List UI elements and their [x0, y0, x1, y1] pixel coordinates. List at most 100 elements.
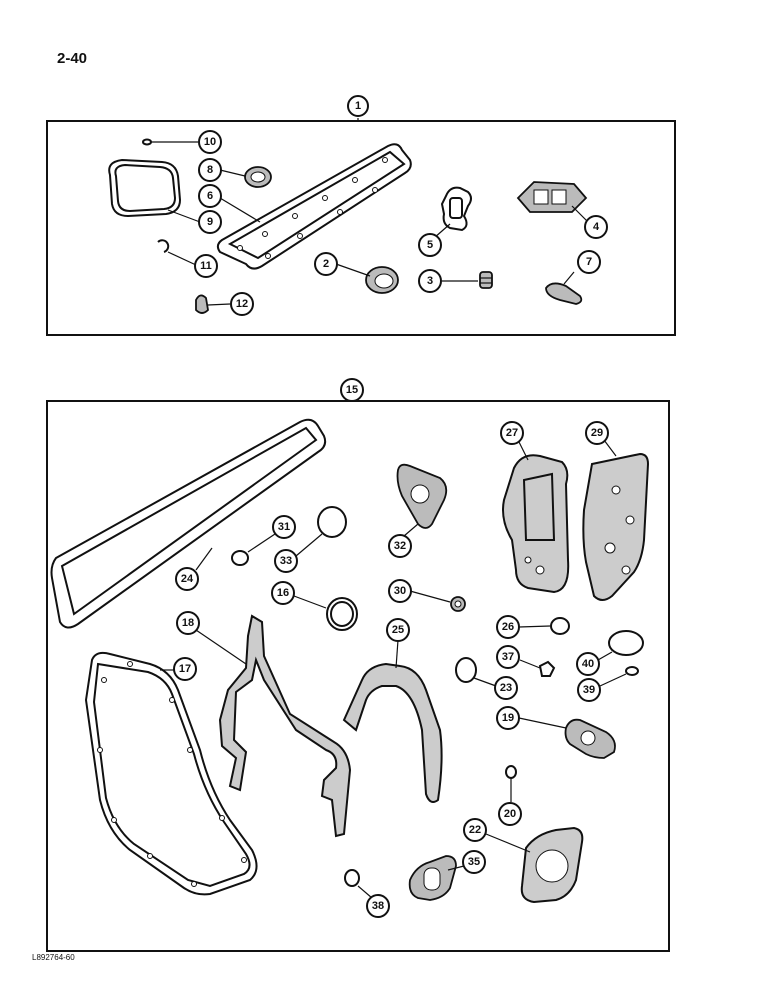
- upper-gasket-kit-frame: [46, 120, 676, 336]
- part-18-timing-cover-gasket: [218, 614, 352, 838]
- part-29-gasket: [582, 452, 650, 601]
- svg-text:1: 1: [355, 100, 361, 112]
- svg-text:35: 35: [468, 856, 480, 868]
- callout-32: 32: [388, 534, 412, 558]
- callout-7: 7: [577, 250, 601, 274]
- part-19-flange-gasket: [564, 718, 616, 759]
- callout-38: 38: [366, 894, 390, 918]
- callout-39: 39: [577, 678, 601, 702]
- svg-text:4: 4: [593, 221, 600, 233]
- svg-text:22: 22: [469, 824, 481, 836]
- part-26-o-ring: [550, 617, 570, 635]
- callout-6: 6: [198, 184, 222, 208]
- callout-37: 37: [496, 645, 520, 669]
- part-32-gasket: [396, 463, 448, 529]
- part-8-oil-seal: [244, 166, 272, 188]
- callout-2: 2: [314, 252, 338, 276]
- callout-33: 33: [274, 549, 298, 573]
- part-5-gasket: [440, 186, 472, 232]
- callout-27: 27: [500, 421, 524, 445]
- callout-31: 31: [272, 515, 296, 539]
- callout-3: 3: [418, 269, 442, 293]
- callout-5: 5: [418, 233, 442, 257]
- part-7-gasket: [545, 282, 583, 305]
- part-33-o-ring: [317, 506, 347, 538]
- lower-gasket-kit-frame: [46, 400, 670, 952]
- part-40-o-ring: [608, 630, 644, 656]
- svg-text:29: 29: [591, 427, 603, 439]
- part-6-valve-cover-gasket: [216, 143, 412, 270]
- svg-text:3: 3: [427, 275, 433, 287]
- svg-text:23: 23: [500, 682, 512, 694]
- callout-23: 23: [494, 676, 518, 700]
- svg-text:18: 18: [182, 617, 194, 629]
- callout-29: 29: [585, 421, 609, 445]
- svg-text:6: 6: [207, 190, 213, 202]
- part-2-crankshaft-seal: [365, 266, 399, 294]
- part-17-gear-housing-gasket: [84, 651, 258, 896]
- svg-text:24: 24: [181, 573, 194, 585]
- svg-text:9: 9: [207, 216, 213, 228]
- callout-26: 26: [496, 615, 520, 639]
- callout-17: 17: [173, 657, 197, 681]
- callout-35: 35: [462, 850, 486, 874]
- callout-19: 19: [496, 706, 520, 730]
- callout-12: 12: [230, 292, 254, 316]
- svg-text:16: 16: [277, 587, 289, 599]
- svg-text:39: 39: [583, 684, 595, 696]
- callout-24: 24: [175, 567, 199, 591]
- svg-text:12: 12: [236, 298, 248, 310]
- svg-text:26: 26: [502, 621, 514, 633]
- svg-text:32: 32: [394, 540, 406, 552]
- svg-text:8: 8: [207, 164, 213, 176]
- part-4-exhaust-gasket: [516, 181, 588, 213]
- part-24-rocker-cover-gasket: [50, 418, 327, 629]
- svg-text:40: 40: [582, 658, 594, 670]
- part-22-gasket: [520, 826, 584, 904]
- callout-22: 22: [463, 818, 487, 842]
- part-20-o-ring: [505, 765, 517, 779]
- svg-text:38: 38: [372, 900, 384, 912]
- svg-text:11: 11: [200, 260, 212, 272]
- part-16-seal: [326, 597, 358, 631]
- svg-text:7: 7: [586, 256, 592, 268]
- svg-text:15: 15: [346, 384, 358, 396]
- part-35-gasket: [408, 855, 457, 901]
- callout-11: 11: [194, 254, 218, 278]
- callout-20: 20: [498, 802, 522, 826]
- part-9-square-seal: [108, 158, 182, 218]
- svg-text:2: 2: [323, 258, 329, 270]
- part-11-retaining-ring: [157, 239, 170, 253]
- svg-text:33: 33: [280, 555, 292, 567]
- callout-30: 30: [388, 579, 412, 603]
- part-39-o-ring: [625, 666, 639, 676]
- part-27-water-pump-gasket: [502, 454, 570, 594]
- part-12-clip: [195, 294, 209, 314]
- svg-text:5: 5: [427, 239, 433, 251]
- callout-40: 40: [576, 652, 600, 676]
- callout-25: 25: [386, 618, 410, 642]
- callout-15: 15: [340, 378, 364, 402]
- callout-16: 16: [271, 581, 295, 605]
- svg-text:37: 37: [502, 651, 514, 663]
- svg-text:17: 17: [179, 663, 191, 675]
- svg-text:27: 27: [506, 427, 518, 439]
- callout-10: 10: [198, 130, 222, 154]
- svg-text:19: 19: [502, 712, 514, 724]
- svg-text:31: 31: [278, 521, 290, 533]
- svg-text:30: 30: [394, 585, 406, 597]
- callout-8: 8: [198, 158, 222, 182]
- part-23-o-ring: [455, 657, 477, 683]
- drawing-code: L892764-60: [32, 953, 75, 962]
- part-10-o-ring: [142, 138, 152, 146]
- part-30-seal: [450, 596, 466, 612]
- callout-4: 4: [584, 215, 608, 239]
- part-37-fitting: [538, 660, 556, 677]
- svg-text:20: 20: [504, 808, 516, 820]
- callout-9: 9: [198, 210, 222, 234]
- part-3-plug: [479, 271, 493, 289]
- page-number: 2-40: [57, 50, 88, 67]
- part-31-o-ring: [231, 550, 249, 566]
- part-38-o-ring: [344, 869, 360, 887]
